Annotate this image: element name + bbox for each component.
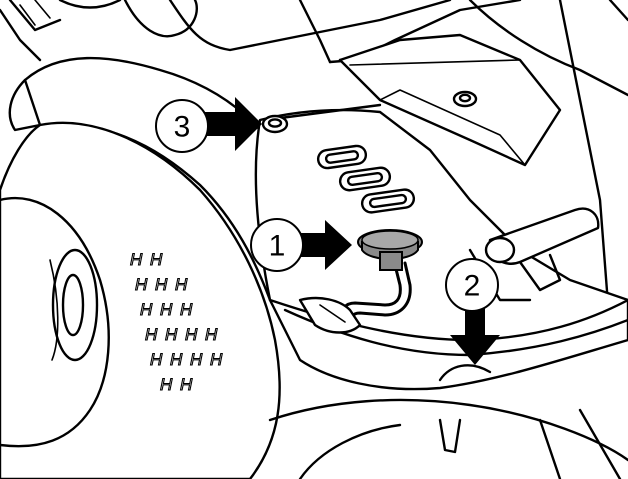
floor-edge-notch	[438, 364, 492, 382]
tread-glyph: H	[155, 275, 168, 294]
body-panel-upper	[168, 0, 628, 332]
tread-glyph: H	[165, 325, 178, 344]
callout-arrow-1	[300, 220, 352, 270]
tread-glyph: H	[160, 375, 173, 394]
callout-2: 2	[445, 258, 499, 312]
upper-left-structure	[0, 0, 198, 62]
drain-cap	[357, 229, 423, 271]
screw	[261, 114, 289, 134]
tread-glyph: H	[205, 325, 218, 344]
tread-glyph: H	[130, 250, 143, 269]
tread-glyph: H	[185, 325, 198, 344]
tread-glyph: H	[180, 375, 193, 394]
callout-2-label: 2	[464, 270, 481, 303]
tread-glyph: H	[170, 350, 183, 369]
tread-glyph: H	[180, 300, 193, 319]
tread-glyph: H	[210, 350, 223, 369]
tread-glyph: H	[160, 300, 173, 319]
tread-glyph: H	[150, 250, 163, 269]
callout-3: 3	[155, 99, 209, 153]
drain-pipe	[298, 261, 412, 334]
tread-glyph: H	[145, 325, 158, 344]
tread-glyph: H	[175, 275, 188, 294]
callout-arrow-3	[205, 97, 262, 151]
pedal-lever	[468, 207, 600, 302]
wheel	[0, 121, 281, 479]
tread-glyph: H	[135, 275, 148, 294]
floor-slots	[316, 144, 416, 214]
screw-right	[452, 90, 478, 108]
callout-1: 1	[250, 218, 304, 272]
tread-glyph: H	[140, 300, 153, 319]
callout-1-label: 1	[269, 230, 286, 263]
callout-3-label: 3	[174, 111, 191, 144]
tread-glyph: H	[190, 350, 203, 369]
tread-glyph: H	[150, 350, 163, 369]
lower-deck	[268, 398, 628, 479]
callout-arrow-2	[450, 305, 500, 365]
